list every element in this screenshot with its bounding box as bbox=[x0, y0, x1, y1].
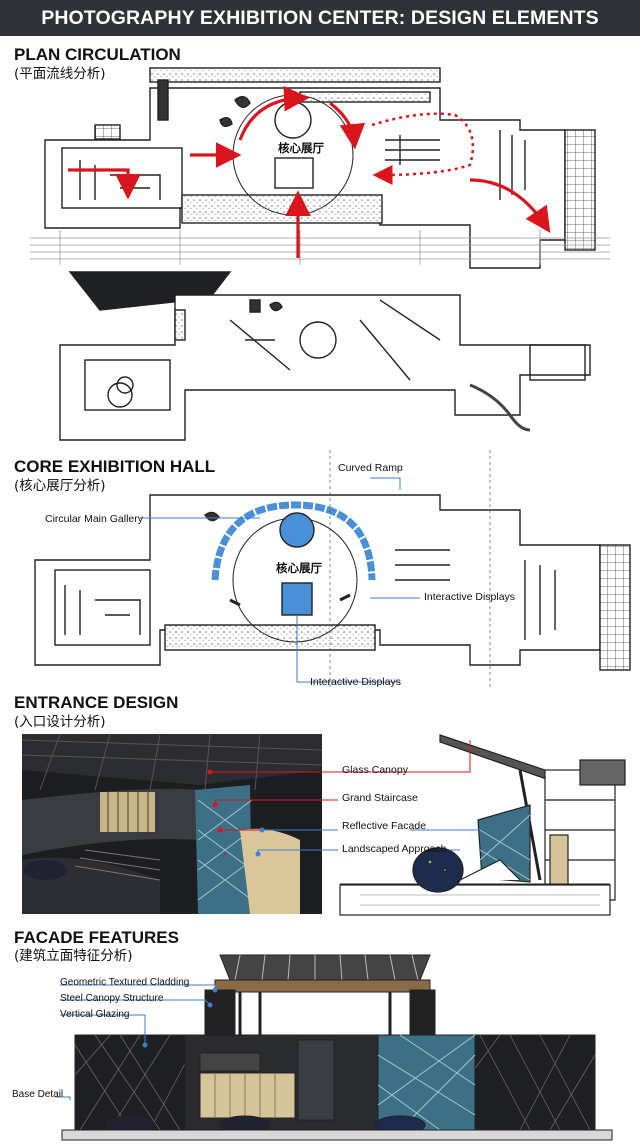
entrance-drawing bbox=[21, 733, 626, 916]
interactive-displays-label-1: Interactive Displays bbox=[424, 591, 516, 603]
circulation-dotted bbox=[371, 112, 475, 185]
core-leader-lines bbox=[140, 477, 420, 683]
plan-section-title: PLAN CIRCULATION bbox=[14, 45, 181, 64]
core-hall-label: 核心展厅 bbox=[276, 561, 322, 575]
page-header: PHOTOGRAPHY EXHIBITION CENTER: DESIGN EL… bbox=[0, 0, 640, 65]
base-detail-label: Base Detail bbox=[12, 1089, 64, 1100]
plan-hall-label: 核心展厅 bbox=[278, 141, 324, 155]
glass-canopy-label: Glass Canopy bbox=[342, 764, 408, 776]
landscaped-approach-label: Landscaped Approach bbox=[342, 843, 447, 855]
canopy-structure-label: Steel Canopy Structure bbox=[60, 993, 164, 1004]
entrance-render bbox=[21, 733, 323, 914]
plan-axis-lines bbox=[30, 230, 610, 265]
entrance-section-title: ENTRANCE DESIGN bbox=[14, 693, 179, 712]
circulation-arrows bbox=[68, 85, 551, 258]
cladding-label: Geometric Textured Cladding bbox=[60, 977, 190, 988]
circular-gallery-label: Circular Main Gallery bbox=[45, 513, 144, 525]
core-section-title: CORE EXHIBITION HALL bbox=[14, 457, 216, 476]
vertical-glazing-label: Vertical Glazing bbox=[60, 1009, 130, 1020]
reflective-facade-label: Reflective Facade bbox=[342, 820, 427, 832]
curved-ramp-label: Curved Ramp bbox=[338, 462, 403, 474]
floor-plan-upper bbox=[44, 67, 596, 269]
grand-staircase-label: Grand Staircase bbox=[342, 792, 418, 804]
plan-section-subtitle: (平面流线分析) bbox=[14, 66, 106, 82]
facade-section-title: FACADE FEATURES bbox=[14, 928, 179, 947]
entrance-section-drawing bbox=[339, 734, 626, 916]
core-hall-drawing bbox=[34, 450, 631, 690]
facade-section-subtitle: (建筑立面特征分析) bbox=[14, 948, 133, 964]
core-section-subtitle: (核心展厅分析) bbox=[14, 478, 106, 494]
facade-elevation-drawing bbox=[55, 954, 613, 1141]
entrance-section-subtitle: (入口设计分析) bbox=[14, 714, 106, 730]
floor-plan-lower bbox=[59, 271, 591, 441]
page-title: PHOTOGRAPHY EXHIBITION CENTER: DESIGN EL… bbox=[41, 7, 599, 65]
plan-circulation-drawing bbox=[30, 67, 610, 441]
interactive-displays-label-2: Interactive Displays bbox=[310, 676, 402, 688]
